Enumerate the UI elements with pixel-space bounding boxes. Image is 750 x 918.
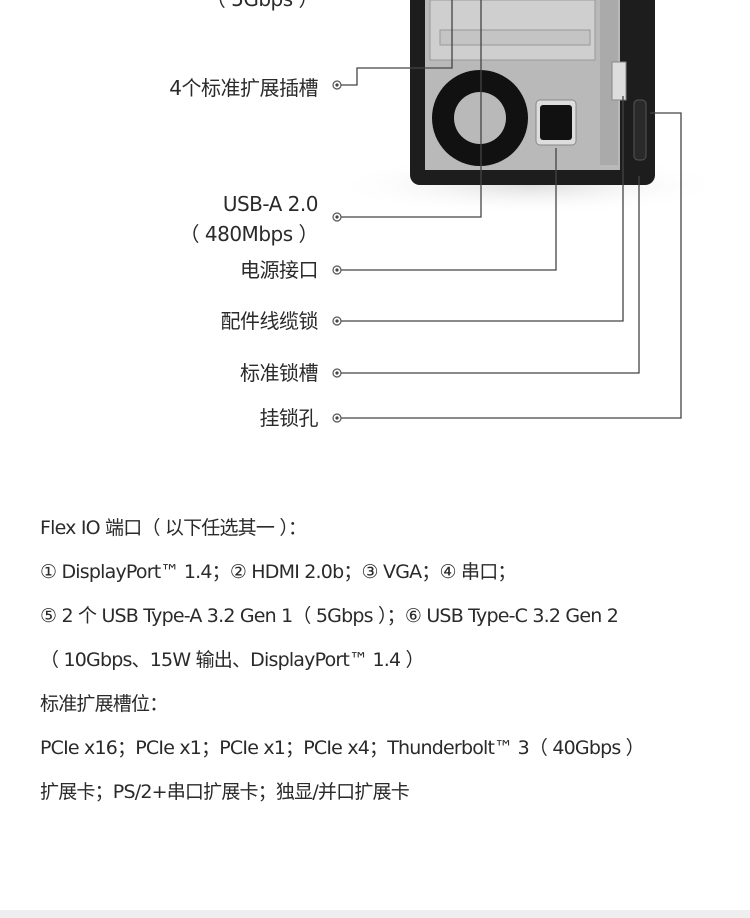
callout-usb-a-name: USB-A 2.0 — [222, 192, 319, 216]
flexio-line-3: （ 10Gbps、15W 输出、DisplayPort™ 1.4 ） — [40, 649, 425, 671]
slots-line-1: PCIe x16；PCIe x1；PCIe x1；PCIe x4；Thunder… — [40, 737, 645, 759]
slots-line-2: 扩展卡；PS/2+串口扩展卡；独显/并口扩展卡 — [40, 781, 410, 803]
flexio-title: Flex IO 端口（ 以下任选其一 ）： — [40, 517, 307, 539]
callout-power: 电源接口 — [240, 258, 319, 282]
callout-cable-lock: 配件线缆锁 — [220, 309, 319, 333]
callout-usb-a-speed: （ 480Mbps ） — [179, 222, 319, 246]
slots-title: 标准扩展槽位： — [40, 693, 168, 715]
callout-lock-slot: 标准锁槽 — [240, 361, 319, 385]
fan-grille — [432, 70, 528, 166]
flexio-line-2: ⑤ 2 个 USB Type-A 3.2 Gen 1（ 5Gbps ）；⑥ US… — [40, 605, 619, 627]
callout-top-partial: （ 5Gbps ） — [206, 0, 319, 14]
bottom-divider — [0, 910, 750, 918]
callout-expansion-slots: 4个标准扩展插槽 — [169, 76, 318, 100]
callout-padlock: 挂锁孔 — [259, 406, 319, 430]
flexio-line-1: ① DisplayPort™ 1.4；② HDMI 2.0b；③ VGA；④ 串… — [40, 561, 516, 583]
